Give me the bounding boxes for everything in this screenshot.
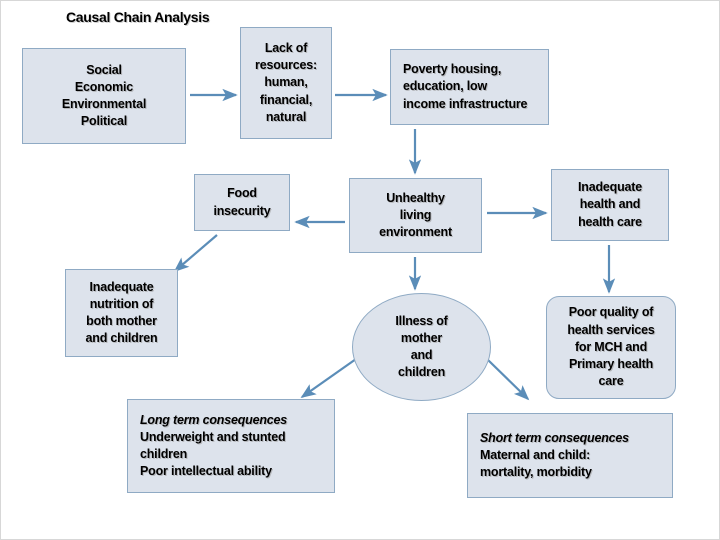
- arrow-food-insecurity-to-inadequate-nutrition: [173, 234, 218, 273]
- node-line: children: [397, 365, 446, 380]
- node-unhealthy-living-environment[interactable]: Unhealthy living environment: [349, 178, 482, 253]
- node-line: health services: [567, 322, 655, 337]
- node-inadequate-nutrition[interactable]: Inadequate nutrition of both mother and …: [65, 269, 178, 357]
- node-line: health and: [579, 197, 641, 212]
- node-line: insecurity: [213, 203, 271, 218]
- node-line: nutrition of: [89, 296, 154, 311]
- node-line: and: [410, 348, 433, 362]
- arrow-illness-to-long-term: [300, 358, 357, 399]
- node-root-causes[interactable]: Social Economic Environmental Political: [22, 48, 186, 144]
- node-line: both mother: [86, 314, 157, 328]
- node-line: Lack of: [264, 40, 308, 55]
- node-heading: Long term consequences: [140, 412, 288, 427]
- node-line: Social: [86, 62, 122, 77]
- node-illness-of-mother-and-children[interactable]: Illness of mother and children: [352, 293, 491, 401]
- node-line: Economic: [74, 79, 134, 94]
- node-line: Unhealthy: [386, 190, 445, 205]
- node-line: Primary health: [568, 357, 654, 372]
- node-food-insecurity[interactable]: Food insecurity: [194, 174, 290, 231]
- node-line: natural: [265, 109, 307, 124]
- node-long-term-consequences[interactable]: Long term consequences Underweight and s…: [127, 399, 335, 493]
- arrow-illness-to-short-term: [486, 358, 530, 401]
- node-line: Environmental: [61, 97, 147, 111]
- node-line: Poor intellectual ability: [140, 464, 272, 479]
- node-line: living: [399, 207, 432, 222]
- node-line: care: [598, 374, 624, 389]
- page-title: Causal Chain Analysis: [66, 9, 210, 25]
- node-line: Maternal and child:: [480, 447, 591, 462]
- node-line: children: [140, 447, 188, 461]
- node-line: income infrastructure: [403, 96, 528, 111]
- node-line: Illness of: [395, 313, 448, 328]
- node-poor-quality-health-services[interactable]: Poor quality of health services for MCH …: [546, 296, 676, 399]
- node-line: health care: [578, 214, 642, 229]
- node-line: Underweight and stunted: [140, 429, 286, 444]
- node-line: Political: [80, 114, 128, 129]
- node-heading: Short term consequences: [480, 430, 629, 445]
- node-lack-of-resources[interactable]: Lack of resources: human, financial, nat…: [240, 27, 332, 139]
- node-inadequate-health-and-health-care[interactable]: Inadequate health and health care: [551, 169, 669, 241]
- node-line: for MCH and: [574, 339, 648, 354]
- node-line: environment: [379, 225, 452, 240]
- node-line: education, low: [403, 79, 488, 94]
- node-line: financial,: [259, 92, 313, 107]
- node-line: Inadequate: [578, 180, 642, 195]
- node-line: human,: [264, 75, 308, 90]
- node-line: Food: [227, 186, 257, 201]
- node-line: and children: [85, 331, 158, 346]
- node-line: resources:: [255, 58, 317, 73]
- node-line: Poverty housing,: [403, 62, 502, 77]
- node-line: mother: [400, 330, 443, 345]
- node-poverty[interactable]: Poverty housing, education, low income i…: [390, 49, 549, 125]
- node-line: mortality, morbidity: [480, 465, 592, 480]
- node-short-term-consequences[interactable]: Short term consequences Maternal and chi…: [467, 413, 673, 498]
- node-line: Poor quality of: [568, 305, 654, 320]
- node-line: Inadequate: [89, 279, 154, 294]
